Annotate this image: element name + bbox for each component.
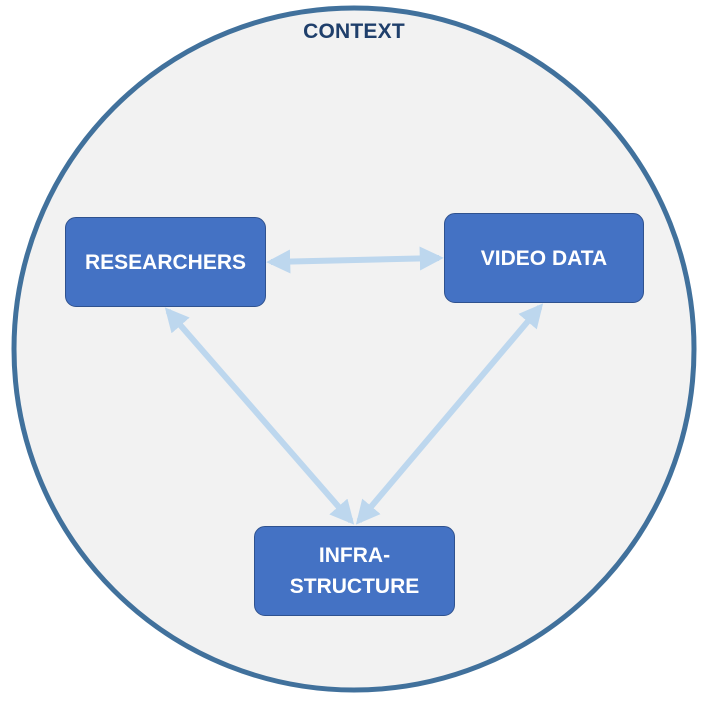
researchers-node: RESEARCHERS xyxy=(65,217,266,307)
arrow-researchers-video xyxy=(266,246,444,274)
infrastructure-label-line2: STRUCTURE xyxy=(289,575,420,598)
researchers-label: RESEARCHERS xyxy=(84,250,247,274)
arrow-video-infrastructure xyxy=(355,303,544,525)
infrastructure-label-line1: INFRA- xyxy=(318,544,391,567)
arrow-researchers-infrastructure xyxy=(164,307,355,525)
infrastructure-node: INFRA- STRUCTURE xyxy=(254,526,455,616)
video-data-node: VIDEO DATA xyxy=(444,213,644,303)
video-data-label: VIDEO DATA xyxy=(480,246,608,270)
context-label: CONTEXT xyxy=(303,20,405,43)
